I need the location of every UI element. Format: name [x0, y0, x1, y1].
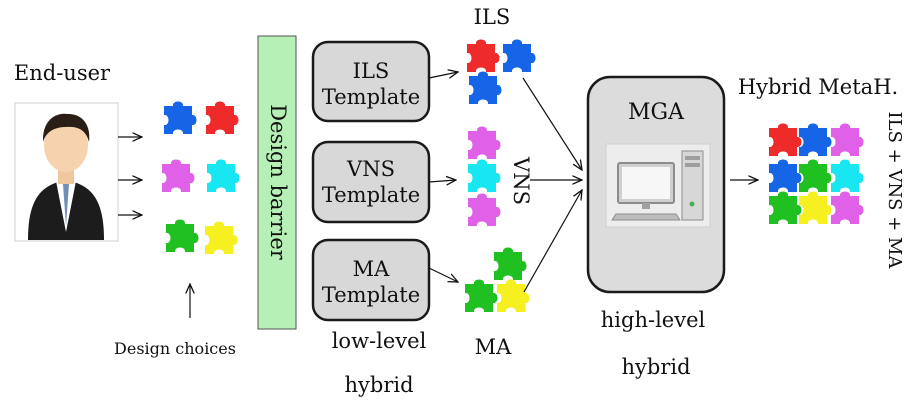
ma-template-line2: Template [322, 283, 420, 307]
design-choice-pieces [162, 101, 240, 254]
hybrid-puzzle-icon [769, 123, 864, 224]
vns-template-box: VNS Template [311, 140, 431, 224]
hybrid-composition-label: ILS + VNS + MA [884, 112, 905, 270]
ils-template-line1: ILS [353, 59, 390, 83]
arrow-ma-template [428, 267, 458, 282]
low-level-hybrid-label: hybrid [344, 373, 413, 397]
puzzle-piece-yellow [205, 221, 238, 254]
puzzle-piece-cyan [207, 159, 240, 192]
puzzle-piece-magenta [162, 159, 195, 192]
user-avatar-icon [14, 102, 119, 242]
mga-box: MGA [586, 75, 726, 294]
design-barrier-label: Design barrier [266, 104, 290, 261]
arrow-ma-to-mga [523, 190, 582, 293]
hybrid-metah-title: Hybrid MetaH. [738, 75, 898, 99]
arrow-vns-template [428, 180, 456, 182]
ma-template-box: MA Template [311, 238, 431, 322]
ma-template-line1: MA [353, 257, 391, 281]
ma-puzzle-label: MA [475, 335, 513, 359]
ils-puzzle-icon [467, 39, 536, 104]
vns-template-line1: VNS [346, 157, 395, 181]
vns-puzzle-label: VNS [509, 156, 533, 205]
mga-title: MGA [628, 100, 685, 125]
ils-template-box: ILS Template [311, 40, 431, 123]
end-user-label: End-user [14, 61, 111, 85]
design-choices-label: Design choices [114, 339, 236, 358]
arrow-ils-template [428, 72, 458, 78]
puzzle-piece-green [166, 219, 199, 252]
ils-puzzle-label: ILS [474, 5, 511, 29]
ils-template-line2: Template [322, 85, 420, 109]
computer-icon [605, 143, 711, 228]
ma-puzzle-icon [465, 247, 530, 312]
arrow-ils-to-mga [522, 77, 582, 170]
puzzle-piece-blue [164, 101, 197, 134]
design-barrier [257, 35, 297, 330]
high-level-label: high-level [601, 308, 706, 332]
vns-template-line2: Template [322, 183, 420, 207]
vns-puzzle-icon [468, 126, 501, 226]
puzzle-piece-red [206, 101, 239, 134]
high-level-hybrid-label: hybrid [621, 355, 690, 379]
low-level-label: low-level [332, 329, 427, 353]
